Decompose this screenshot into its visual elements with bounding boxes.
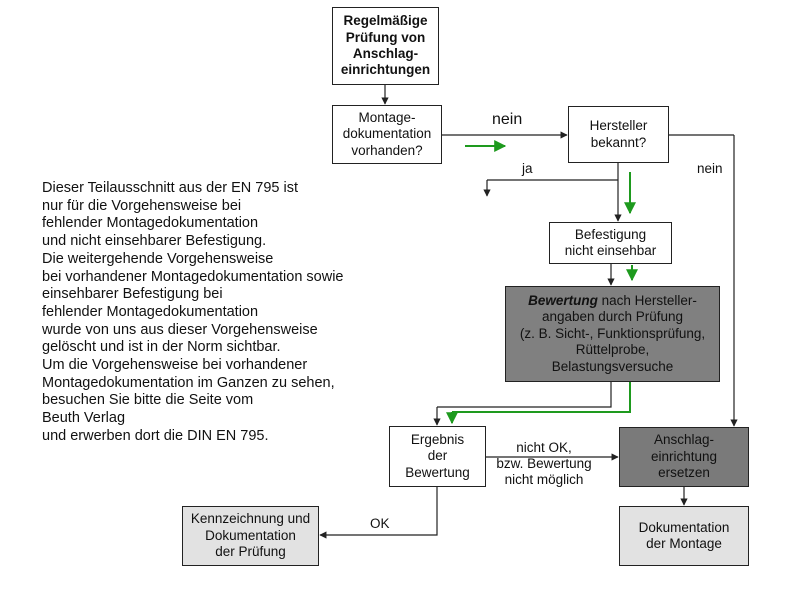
node-kennzeichnung: Kennzeichnung und Dokumentation der Prüf… xyxy=(182,506,319,566)
node-montage-label: Montage- dokumentation vorhanden? xyxy=(342,109,432,158)
node-dokumentation-label: Dokumentation der Montage xyxy=(638,519,730,551)
node-hersteller-label: Hersteller bekannt? xyxy=(589,118,648,150)
node-start-label: Regelmäßige Prüfung von Anschlag- einric… xyxy=(340,13,431,78)
node-dokumentation-montage: Dokumentation der Montage xyxy=(619,506,749,566)
info-text: Dieser Teilausschnitt aus der EN 795 ist… xyxy=(42,180,344,444)
node-kennzeichnung-label: Kennzeichnung und Dokumentation der Prüf… xyxy=(190,511,311,560)
node-start: Regelmäßige Prüfung von Anschlag- einric… xyxy=(332,7,439,85)
node-bewertung: Bewertung nach Hersteller- angaben durch… xyxy=(505,286,720,382)
edge-label-nein-right: nein xyxy=(697,161,723,176)
node-ersetzen: Anschlag- einrichtung ersetzen xyxy=(619,427,749,487)
node-hersteller-bekannt: Hersteller bekannt? xyxy=(568,106,669,163)
node-montage-dokumentation: Montage- dokumentation vorhanden? xyxy=(332,105,442,164)
edge-label-nicht-ok: nicht OK, bzw. Bewertung nicht möglich xyxy=(496,440,592,488)
edge-label-ok: OK xyxy=(370,516,390,531)
node-bewertung-title: Bewertung xyxy=(528,292,598,308)
edge-label-nein-top: nein xyxy=(492,111,523,128)
node-bewertung-text: nach Hersteller- angaben durch Prüfung (… xyxy=(519,292,706,374)
node-befestigung-label: Befestigung nicht einsehbar xyxy=(564,226,657,258)
edge-label-ja: ja xyxy=(522,161,533,176)
node-ersetzen-label: Anschlag- einrichtung ersetzen xyxy=(650,432,718,481)
node-ergebnis-label: Ergebnis der Bewertung xyxy=(405,431,470,480)
node-befestigung: Befestigung nicht einsehbar xyxy=(549,222,672,264)
node-ergebnis: Ergebnis der Bewertung xyxy=(389,426,486,487)
